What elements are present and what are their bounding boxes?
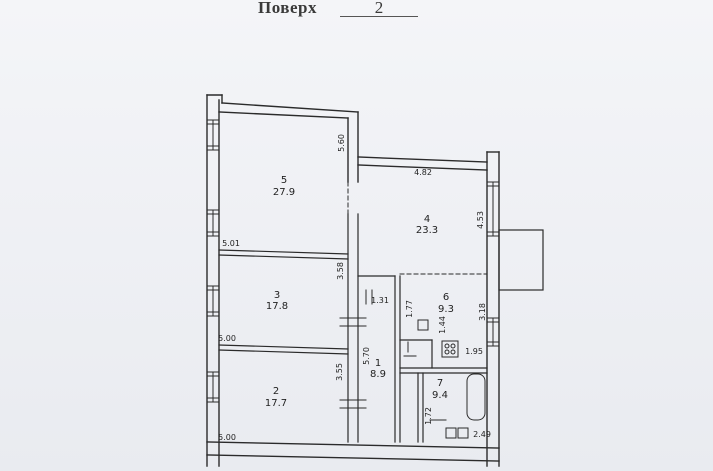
floor-number: 2 [374, 0, 384, 17]
dim-1-77: 1.77 [405, 300, 414, 318]
right-windows [486, 181, 500, 347]
room-1-area: 8.9 [370, 369, 386, 380]
toilet-icon [445, 427, 469, 439]
room-4-number: 4 [424, 214, 430, 225]
room-5-area: 27.9 [273, 187, 295, 198]
room-4-area: 23.3 [416, 225, 438, 236]
room-6-area: 9.3 [438, 304, 454, 315]
room-5-number: 5 [281, 175, 287, 186]
dim-1-72: 1.72 [424, 407, 433, 425]
sink-icon [417, 319, 429, 331]
dim-5-60: 5.60 [337, 134, 346, 152]
door-ticks [339, 289, 447, 421]
dim-3-58: 3.58 [336, 262, 345, 280]
room-7-number: 7 [437, 378, 443, 389]
inner-partitions [218, 213, 488, 443]
room-labels: 5 27.9 4 23.3 3 17.8 6 9.3 1 8.9 7 9.4 2… [265, 175, 454, 409]
left-windows [206, 119, 220, 403]
dim-2-49: 2.49 [473, 430, 491, 439]
outer-walls [206, 94, 500, 467]
dim-1-95: 1.95 [465, 347, 483, 356]
room-3-area: 17.8 [266, 301, 288, 312]
room-6-number: 6 [443, 292, 449, 303]
bathtub-icon [466, 373, 486, 421]
balcony [498, 229, 544, 291]
dim-5-00-top: 5.00 [218, 334, 236, 343]
dim-3-55: 3.55 [335, 363, 344, 381]
dimension-labels: 5.60 4.82 4.53 5.01 3.58 1.31 1.77 1.44 … [218, 134, 491, 442]
floor-label: Поверх [258, 0, 317, 17]
dim-1-31: 1.31 [371, 296, 389, 305]
dim-5-00-bottom: 5.00 [218, 433, 236, 442]
dim-1-44: 1.44 [438, 316, 447, 334]
room-7-area: 9.4 [432, 390, 448, 401]
floor-header: Поверх 2 [0, 0, 713, 24]
dim-3-18: 3.18 [478, 303, 487, 321]
stove-icon [441, 340, 459, 358]
dim-4-53: 4.53 [476, 211, 485, 229]
room-3-number: 3 [274, 290, 280, 301]
room-1-number: 1 [375, 358, 381, 369]
dim-5-01: 5.01 [222, 239, 240, 248]
room-2-area: 17.7 [265, 398, 287, 409]
dim-5-70: 5.70 [362, 347, 371, 365]
floor-underline [340, 16, 418, 17]
room-2-number: 2 [273, 386, 279, 397]
dim-4-82: 4.82 [414, 168, 432, 177]
